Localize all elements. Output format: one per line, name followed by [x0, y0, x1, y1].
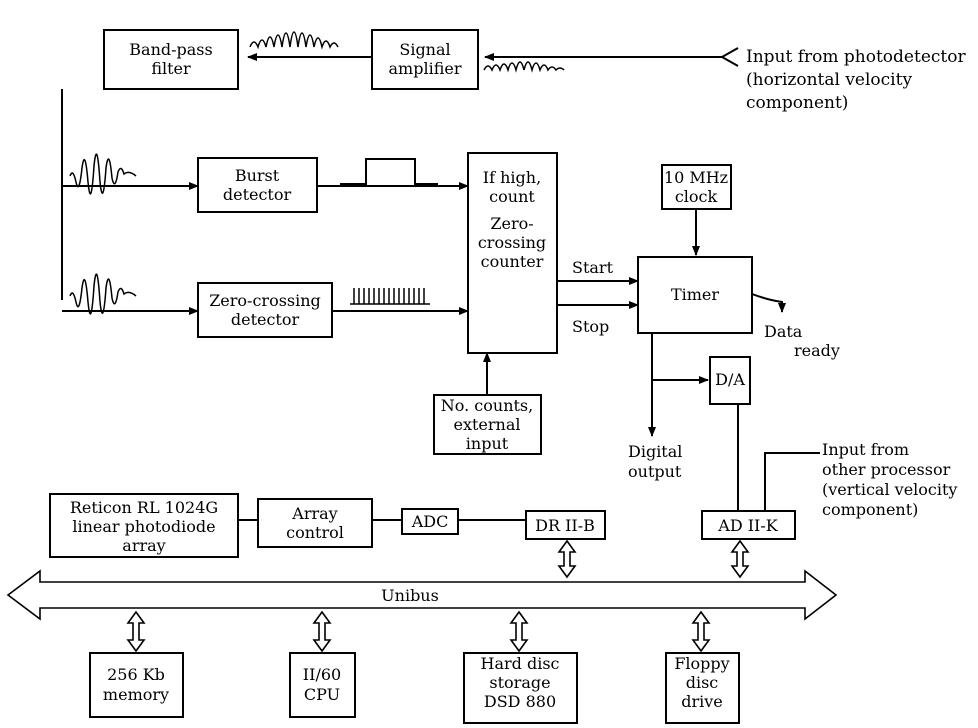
adc-label: ADC — [411, 512, 449, 531]
bus-connector-floppy — [691, 610, 711, 653]
da-label: D/A — [715, 370, 745, 389]
filtered-waveform-bottom — [69, 273, 137, 315]
hard-disc-block — [463, 652, 578, 724]
da-block — [709, 356, 751, 405]
photodetector-input-label: Input from photodetector(horizontal velo… — [746, 47, 966, 113]
signal-amplifier-block — [371, 29, 479, 90]
array-control-block — [257, 498, 373, 548]
bus-connector-harddisc — [509, 610, 529, 653]
wire-data-ready — [751, 293, 786, 313]
no-counts-block — [433, 394, 542, 455]
amplified-waveform — [249, 31, 339, 50]
ad-block — [701, 510, 796, 540]
cpu-block — [289, 652, 356, 718]
filtered-waveform-top — [69, 153, 137, 195]
adc-block — [401, 508, 459, 535]
dr-label: DR II-B — [535, 516, 595, 535]
reticon-array-block — [49, 493, 239, 558]
dr-block — [525, 510, 606, 540]
ad-label: AD II-K — [717, 516, 779, 535]
input-fork — [710, 47, 739, 67]
zero-crossing-counter-block — [467, 152, 558, 354]
burst-gate-pulse — [340, 158, 438, 185]
unibus-label: Unibus — [381, 586, 439, 605]
timer-block — [637, 256, 753, 334]
wire-other-processor — [764, 452, 820, 511]
bus-connector-dr — [557, 539, 577, 579]
start-label: Start — [572, 258, 614, 277]
clock-block — [661, 164, 732, 210]
floppy-disc-block — [665, 652, 740, 724]
timer-label: Timer — [671, 285, 719, 304]
bus-connector-ad — [730, 539, 750, 579]
zero-crossing-pulse-train — [350, 288, 430, 305]
bus-connector-memory — [126, 610, 146, 653]
memory-block — [89, 652, 184, 718]
stop-label: Stop — [572, 317, 609, 336]
input-waveform — [483, 61, 565, 73]
bandpass-filter-block — [103, 29, 239, 90]
zero-crossing-detector-block — [197, 282, 333, 338]
burst-detector-block — [197, 157, 318, 213]
bus-connector-cpu — [312, 610, 332, 653]
unibus-bar — [6, 569, 838, 621]
